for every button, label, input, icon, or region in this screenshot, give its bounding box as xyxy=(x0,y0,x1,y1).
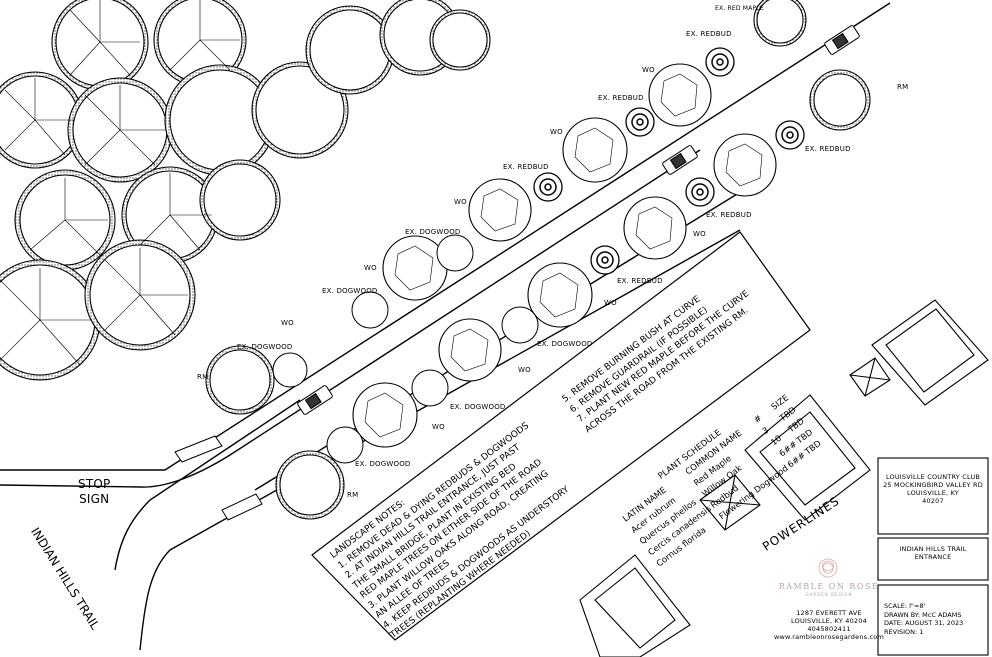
car-icon xyxy=(824,25,860,55)
willow-oak-tree xyxy=(438,318,502,382)
redbud-tree xyxy=(775,120,805,150)
label-ex-red-maple: EX. RED MAPLE xyxy=(715,5,764,12)
road-edge-south xyxy=(0,149,701,488)
dogwood-tree xyxy=(351,291,389,329)
car-icon xyxy=(662,145,698,175)
label-ex-dogwood: EX. DOGWOOD xyxy=(405,228,461,236)
stop-sign-label: STOP SIGN xyxy=(78,477,111,506)
firm-tagline: GARDEN DESIGN xyxy=(805,592,853,597)
willow-oak-inner xyxy=(364,73,763,438)
label-wo: WO xyxy=(604,299,617,307)
label-rm: RM xyxy=(897,83,909,91)
willow-oak-trees xyxy=(352,63,871,448)
willow-oak-tree xyxy=(352,382,418,448)
powerline-structures xyxy=(579,299,989,657)
firm-name: RAMBLE ON ROSE xyxy=(778,582,880,591)
willow-oak-tree xyxy=(648,63,712,127)
scale-label: SCALE: l"=8' xyxy=(884,602,926,610)
client-info: LOUISVILLE COUNTRY CLUB 25 MOCKINGBIRD V… xyxy=(883,473,983,505)
indian-hills-curb-2 xyxy=(139,229,741,651)
drawn-by-label: DRAWN BY: McC ADAMS xyxy=(884,610,962,619)
label-ex-redbud: EX. REDBUD xyxy=(686,30,732,38)
label-wo: WO xyxy=(364,264,377,272)
label-ex-redbud: EX. REDBUD xyxy=(805,145,851,153)
redbud-tree xyxy=(685,177,715,207)
notes-panel-outline xyxy=(311,231,811,641)
label-wo: WO xyxy=(518,366,531,374)
canopy-spokes xyxy=(0,0,240,366)
label-ex-dogwood: EX. DOGWOOD xyxy=(450,403,506,411)
label-wo: WO xyxy=(432,423,445,431)
willow-oak-tree xyxy=(713,133,777,197)
dogwood-tree xyxy=(326,426,364,464)
redbud-tree xyxy=(705,47,735,77)
label-ex-dogwood: EX. DOGWOOD xyxy=(355,460,411,468)
dogwood-tree xyxy=(411,369,449,407)
label-wo: WO xyxy=(693,230,706,238)
firm-address: 1287 EVERETT AVE LOUISVILLE, KY 40204 40… xyxy=(774,609,884,641)
label-wo: WO xyxy=(550,128,563,136)
willow-oak-tree xyxy=(623,196,687,260)
dogwood-tree xyxy=(501,306,539,344)
car-icon xyxy=(297,385,333,415)
willow-oak-tree xyxy=(468,178,532,242)
dogwood-trees xyxy=(272,234,539,464)
label-ex-dogwood: EX. DOGWOOD xyxy=(537,340,593,348)
revision-label: REVISION: 1 xyxy=(884,627,924,636)
label-ex-redbud: EX. REDBUD xyxy=(503,163,549,171)
label-ex-dogwood: EX. DOGWOOD xyxy=(322,287,378,295)
date-label: DATE: AUGUST 31, 2023 xyxy=(884,619,964,627)
label-wo: WO xyxy=(642,66,655,74)
cars xyxy=(297,25,860,415)
redbud-tree xyxy=(533,172,563,202)
label-ex-redbud: EX. REDBUD xyxy=(598,94,644,102)
red-maple-trees xyxy=(205,345,345,520)
rose-logo xyxy=(818,558,838,578)
label-ex-dogwood: EX. DOGWOOD xyxy=(237,343,293,351)
dogwood-tree xyxy=(436,234,474,272)
willow-oak-tree xyxy=(527,262,593,328)
drawing-meta: SCALE: l"=8' DRAWN BY: McC ADAMS DATE: A… xyxy=(884,602,963,636)
redbud-trees xyxy=(533,47,805,275)
label-wo: WO xyxy=(454,198,467,206)
dogwood-tree xyxy=(272,352,308,388)
willow-oak-tree xyxy=(382,235,448,301)
label-rm: RM xyxy=(197,373,209,381)
title-block-frames xyxy=(877,457,989,656)
redbud-tree xyxy=(625,107,655,137)
label-wo: WO xyxy=(281,319,294,327)
label-ex-redbud: EX. REDBUD xyxy=(617,277,663,285)
willow-oak-tree xyxy=(562,117,628,183)
label-ex-redbud: EX. REDBUD xyxy=(706,211,752,219)
label-rm: RM xyxy=(347,491,359,499)
redbud-tree xyxy=(590,245,620,275)
bridge-pads xyxy=(174,435,263,521)
indian-hills-curb-1 xyxy=(114,399,301,571)
willow-oak-tree xyxy=(813,73,867,127)
project-name: INDIAN HILLS TRAIL ENTRANCE xyxy=(899,545,967,561)
road-edge-north xyxy=(0,2,891,471)
